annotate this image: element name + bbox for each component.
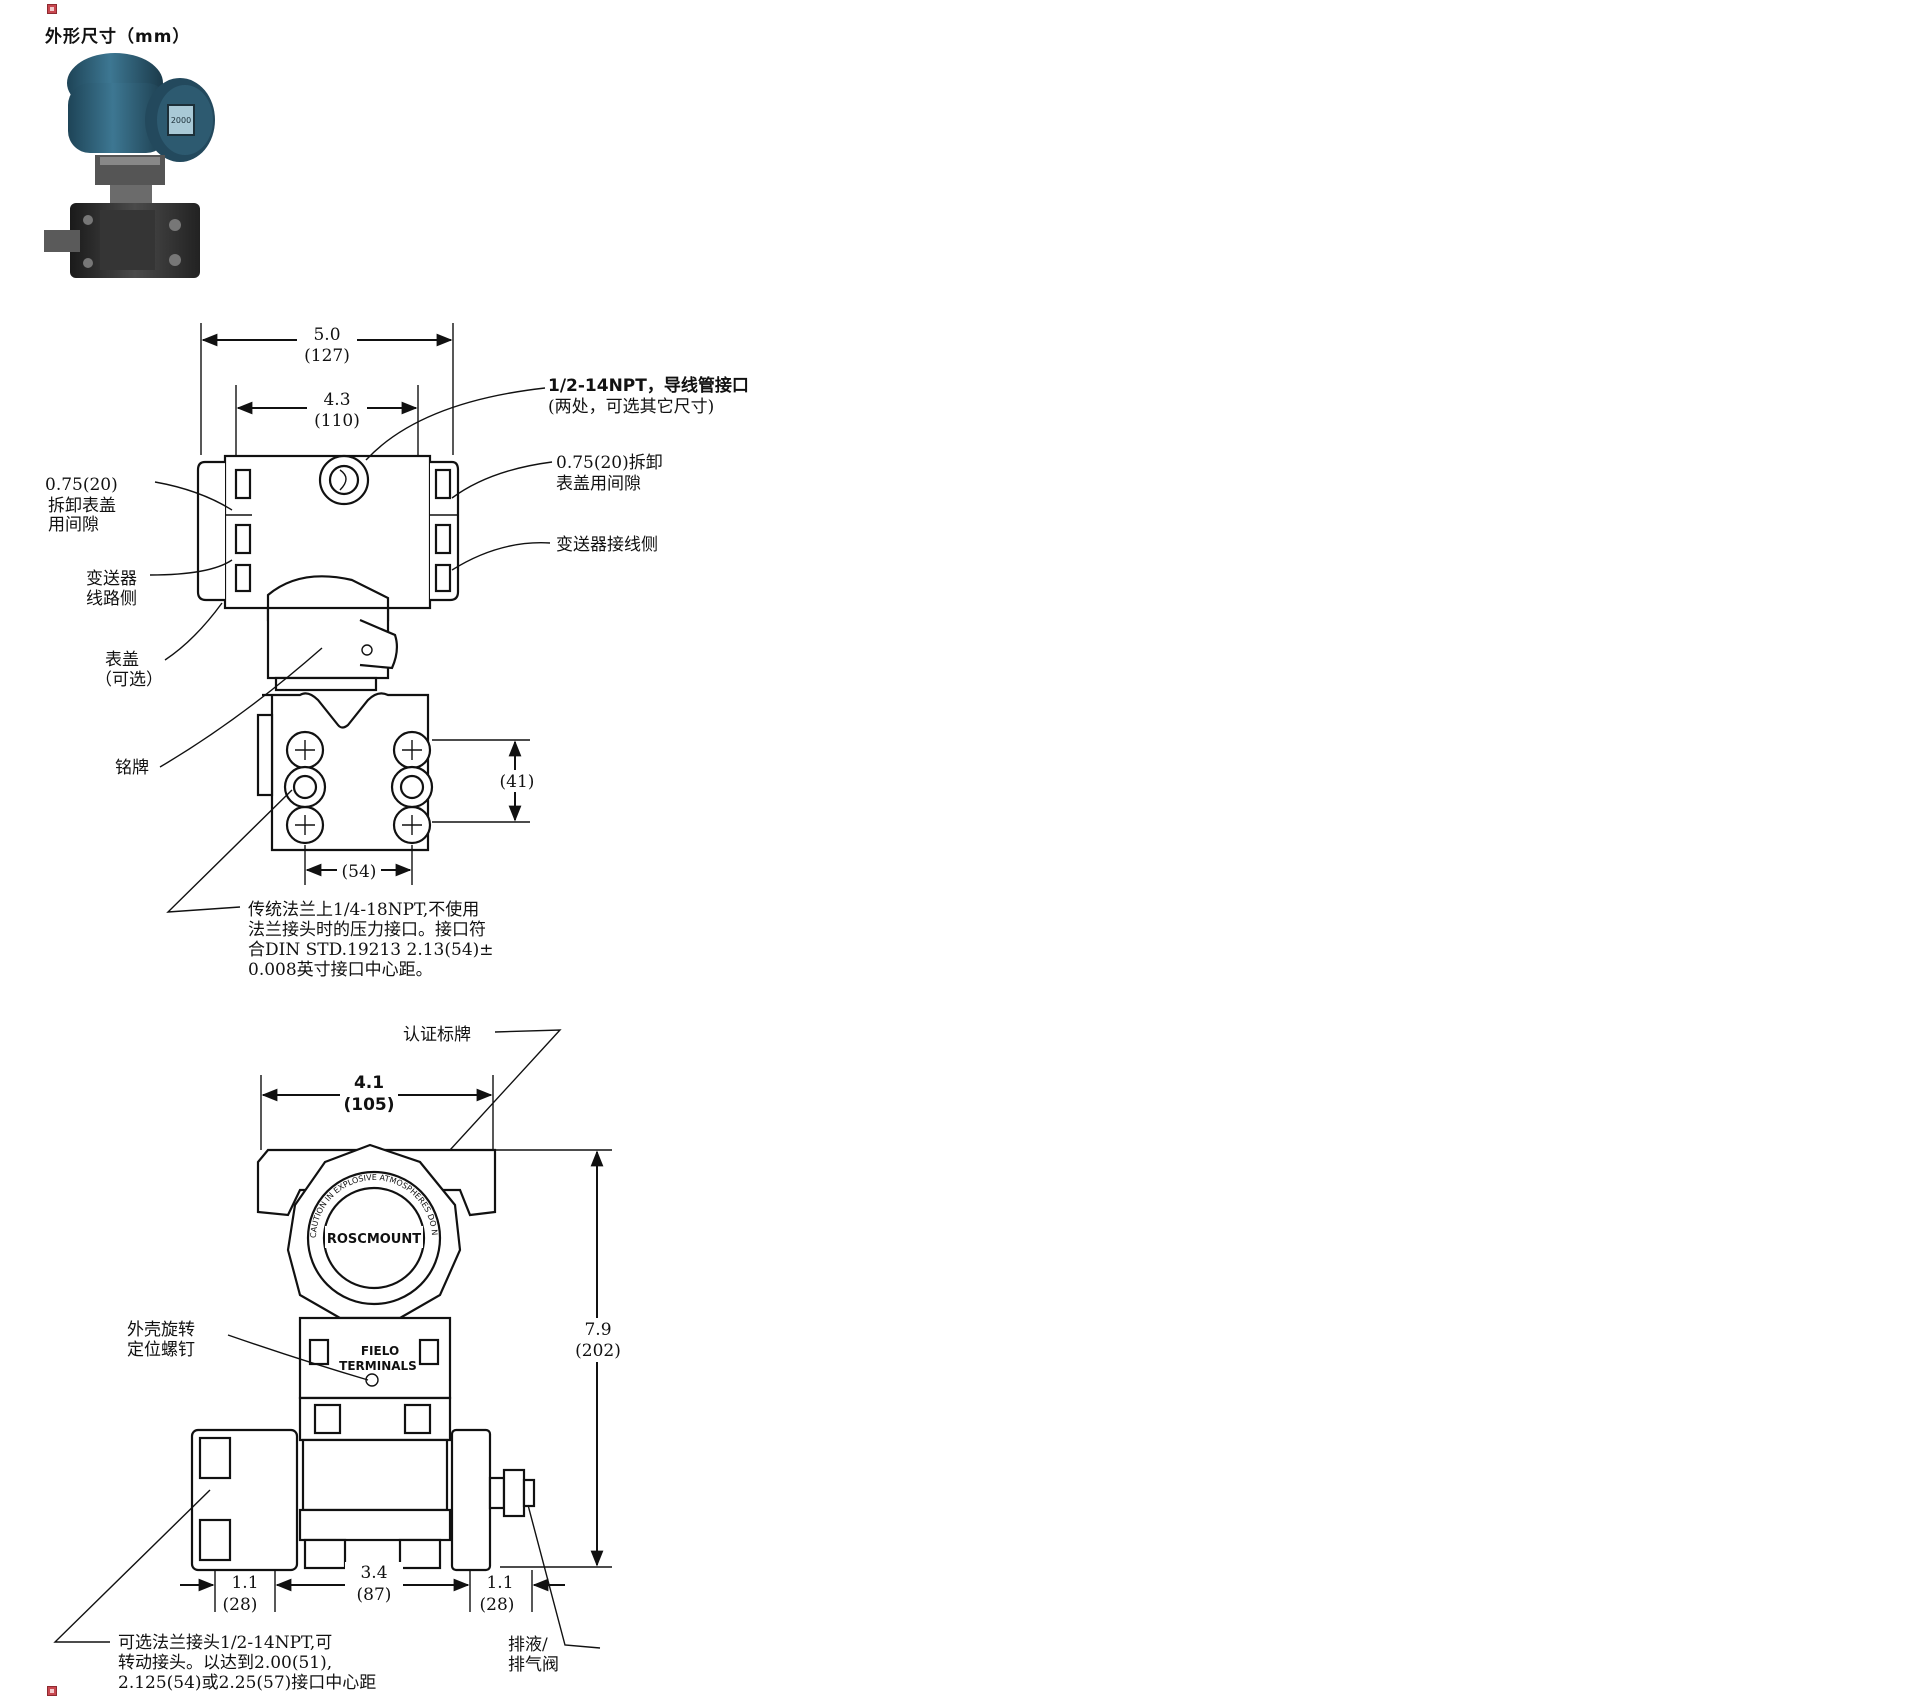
front-view: 5.0 (127) 4.3 (110) — [45, 322, 749, 980]
label-circuit-side-2: 线路侧 — [86, 589, 137, 609]
dim-127: (127) — [304, 346, 350, 366]
label-conduit-1: 1/2-14NPT，导线管接口 — [548, 375, 749, 396]
label-conduit-2: (两处，可选其它尺寸) — [548, 397, 714, 417]
display-readout: 2000 — [171, 116, 191, 125]
terminals-label-2: TERMINALS — [339, 1359, 417, 1373]
page-title: 外形尺寸（mm） — [45, 27, 191, 47]
label-cert-plate: 认证标牌 — [403, 1025, 471, 1045]
label-terminal-side: 变送器接线侧 — [556, 535, 658, 555]
label-circuit-side-1: 变送器 — [86, 569, 137, 589]
dim-202: (202) — [575, 1341, 621, 1361]
dim-5-0: 5.0 — [313, 325, 340, 345]
flange-note-1: 传统法兰上1/4-18NPT,不使用 — [248, 899, 479, 920]
dim-110: (110) — [314, 411, 360, 431]
label-drain-2: 排气阀 — [508, 1655, 559, 1675]
dim-1-1-left: 1.1 — [231, 1573, 258, 1593]
flange-note-4: 0.008英寸接口中心距。 — [248, 960, 433, 980]
dim-28-right: (28) — [480, 1595, 515, 1615]
flange-note-2: 法兰接头时的压力接口。接口符 — [248, 920, 486, 940]
flange-note-3: 合DIN STD.19213 2.13(54)± — [248, 940, 494, 960]
dim-4-1: 4.1 — [354, 1073, 384, 1093]
dim-7-9: 7.9 — [584, 1320, 611, 1340]
adapter-note-3: 2.125(54)或2.25(57)接口中心距 — [118, 1673, 376, 1693]
bullet-marker-top — [47, 4, 57, 14]
label-nameplate: 铭牌 — [115, 758, 149, 778]
cover-brand: ROSCMOUNT — [327, 1232, 421, 1247]
label-clear-right-1: 0.75(20)拆卸 — [556, 453, 663, 473]
label-clear-left-1: 0.75(20) — [45, 475, 118, 495]
label-drain-1: 排液/ — [508, 1635, 548, 1655]
dim-1-1-right: 1.1 — [486, 1573, 513, 1593]
label-cover-2: （可选） — [95, 670, 163, 690]
dim-3-4: 3.4 — [360, 1563, 387, 1583]
label-cover-1: 表盖 — [105, 650, 139, 670]
dim-28-left: (28) — [223, 1595, 258, 1615]
dim-54: (54) — [342, 862, 377, 882]
transmitter-photo: 2000 — [44, 53, 215, 278]
label-clear-left-2: 拆卸表盖 — [48, 496, 116, 516]
dim-4-3: 4.3 — [323, 390, 350, 410]
label-rotation-2: 定位螺钉 — [127, 1340, 195, 1360]
adapter-note-1: 可选法兰接头1/2-14NPT,可 — [118, 1633, 332, 1653]
front-housing — [196, 454, 460, 852]
bullet-marker-bottom — [47, 1686, 57, 1696]
label-clear-right-2: 表盖用间隙 — [556, 474, 641, 494]
dim-41: (41) — [500, 772, 535, 792]
dim-87: (87) — [357, 1585, 392, 1605]
terminals-label-1: FIELO — [361, 1344, 399, 1358]
dim-105: (105) — [343, 1095, 394, 1115]
adapter-note-2: 转动接头。以达到2.00(51), — [118, 1653, 332, 1673]
label-clear-left-3: 用间隙 — [48, 515, 99, 535]
label-rotation-1: 外壳旋转 — [127, 1320, 195, 1340]
